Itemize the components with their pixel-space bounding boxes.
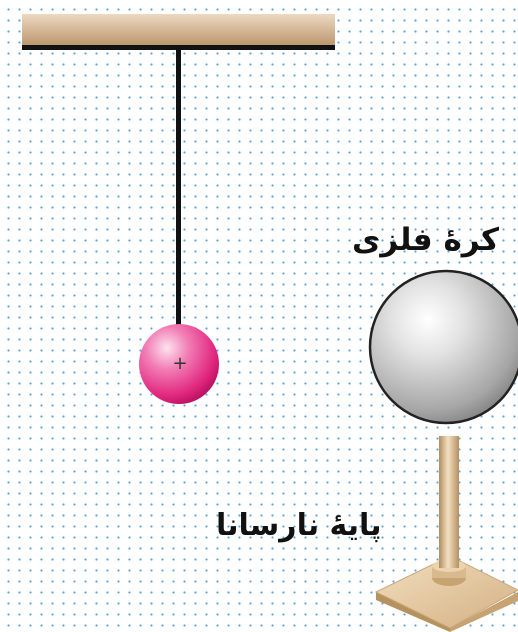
insulating-stand-label: پایهٔ نارسانا [216,508,382,543]
insulating-stand [374,436,518,632]
metal-sphere [368,269,518,425]
stand-rod [439,436,459,568]
metal-sphere-label: کرهٔ فلزی [352,222,500,258]
pendulum-string [176,50,181,328]
stand-base [374,555,518,629]
charged-ball: + [139,324,219,404]
ceiling-bar [22,14,335,50]
charge-symbol: + [172,353,187,374]
